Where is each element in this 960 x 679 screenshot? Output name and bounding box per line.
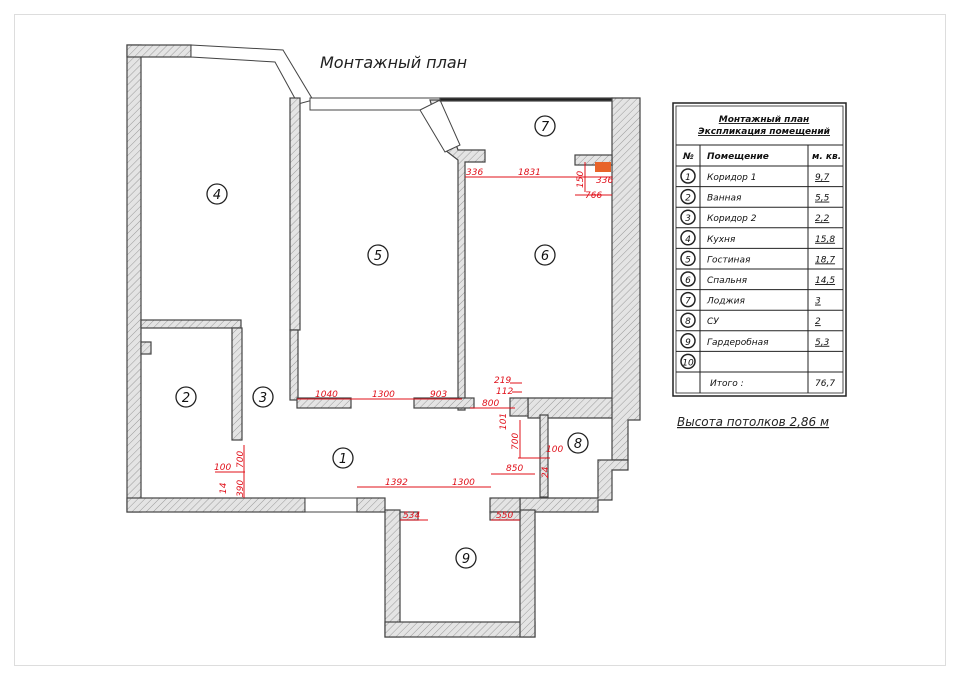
table-row: 1 Коридор 1 9,7 — [676, 168, 843, 188]
dimension-label: 800 — [482, 399, 499, 409]
dimension-label: 14 — [219, 482, 229, 494]
dimension-label: 336 — [596, 176, 613, 186]
dimension-label: 100 — [214, 463, 231, 473]
room-label: 7 — [541, 120, 550, 135]
dimension-label: 1392 — [385, 478, 408, 488]
row-number: 2 — [685, 194, 691, 204]
dimension-label: 850 — [506, 464, 523, 474]
row-number: 3 — [685, 214, 691, 224]
dimension-label: 1040 — [315, 390, 338, 400]
row-area: 14,5 — [815, 276, 835, 286]
header-area: м. кв. — [812, 152, 841, 162]
row-room: Лоджия — [706, 297, 745, 307]
header-room: Помещение — [707, 152, 769, 162]
row-area: 15,8 — [815, 235, 835, 245]
dimension-label: 550 — [496, 511, 513, 521]
row-area: 5,5 — [815, 194, 830, 204]
room-label: 4 — [213, 188, 221, 203]
room-label: 5 — [374, 249, 382, 264]
room-label: 8 — [574, 437, 582, 452]
plan-title: Монтажный план — [320, 53, 467, 72]
row-number-circle — [680, 250, 696, 267]
dimension-lines — [215, 162, 612, 521]
dimension-labels: 336 1831 150 336 766 1040 1300 903 219 1… — [214, 168, 613, 521]
row-number: 9 — [685, 338, 691, 348]
table-row: 7 Лоджия 3 — [676, 291, 843, 311]
dimension-label: 700 — [236, 451, 246, 468]
row-room: Коридор 1 — [707, 173, 757, 183]
dimension-label: 1300 — [372, 390, 395, 400]
table-row: 9 Гардеробная 5,3 — [676, 333, 843, 352]
row-number-circle — [680, 209, 696, 225]
row-area: 5,3 — [815, 338, 830, 348]
dimension-label: 336 — [466, 168, 483, 178]
dimension-label: 700 — [511, 433, 521, 450]
row-number-circle — [680, 333, 696, 349]
room-label: 6 — [541, 249, 549, 264]
dimension-label: 100 — [546, 445, 563, 455]
row-number: 1 — [685, 173, 691, 183]
dimension-label: 766 — [585, 191, 602, 201]
table-row: 3 Коридор 2 2,2 — [676, 209, 843, 229]
walls — [126, 44, 641, 638]
row-number-circle — [680, 312, 696, 328]
table-title: Монтажный план — [719, 115, 810, 125]
dimension-label: 534 — [403, 511, 420, 521]
row-area: 2,2 — [815, 214, 830, 224]
table-row: 2 Ванная 5,5 — [676, 188, 843, 208]
dimension-label: 101 — [499, 413, 509, 430]
row-area: 2 — [815, 317, 821, 327]
header-num: № — [682, 152, 694, 162]
row-room: Кухня — [707, 235, 736, 245]
row-number-circle — [680, 353, 696, 370]
row-room: Гостиная — [707, 255, 751, 265]
row-number: 8 — [685, 317, 691, 327]
row-room: Ванная — [707, 194, 742, 204]
row-number: 7 — [685, 297, 691, 307]
row-number-circle — [680, 188, 696, 205]
table-row: 6 Спальня 14,5 — [676, 271, 843, 291]
room-markers: 1 2 3 4 5 6 7 8 9 — [175, 115, 589, 569]
dimension-label: 1831 — [518, 168, 541, 178]
table-subtitle: Экспликация помещений — [698, 127, 831, 137]
ceiling-height: Высота потолков 2,86 м — [677, 415, 829, 429]
socket-icon — [595, 162, 611, 172]
table-row: 10 — [676, 353, 843, 373]
table-row: 4 Кухня 15,8 — [676, 230, 843, 249]
total-value: 76,7 — [815, 379, 835, 389]
table-row: 8 СУ 2 — [676, 312, 843, 332]
row-number-circle — [680, 271, 696, 287]
room-label: 9 — [462, 552, 470, 567]
room-label: 1 — [339, 452, 347, 467]
room-label: 2 — [182, 391, 190, 406]
row-number-circle — [680, 168, 696, 184]
row-number: 6 — [685, 276, 691, 286]
dimension-label: 390 — [236, 480, 246, 497]
table-row: 5 Гостиная 18,7 — [676, 250, 843, 270]
dimension-label: 1300 — [452, 478, 475, 488]
row-number: 5 — [685, 255, 691, 265]
room-label: 3 — [259, 391, 267, 406]
row-number-circle — [680, 291, 696, 308]
dimension-label: 150 — [576, 171, 586, 188]
row-area: 9,7 — [815, 173, 830, 183]
row-room: Спальня — [707, 276, 748, 286]
row-area: 18,7 — [815, 255, 835, 265]
dimension-label: 112 — [496, 387, 513, 397]
row-room: СУ — [707, 317, 719, 327]
total-label: Итого : — [710, 379, 744, 389]
row-number: 4 — [685, 235, 691, 245]
row-room: Коридор 2 — [707, 214, 757, 224]
drawing-frame — [14, 14, 946, 666]
row-number-circle — [680, 230, 696, 246]
dimension-label: 219 — [494, 376, 511, 386]
explication-table: Монтажный план Экспликация помещений № П… — [672, 102, 847, 397]
row-area: 3 — [815, 297, 821, 307]
dimension-label: 24 — [541, 466, 551, 478]
row-room: Гардеробная — [707, 338, 769, 348]
row-number: 10 — [682, 358, 694, 368]
dimension-label: 903 — [430, 390, 447, 400]
